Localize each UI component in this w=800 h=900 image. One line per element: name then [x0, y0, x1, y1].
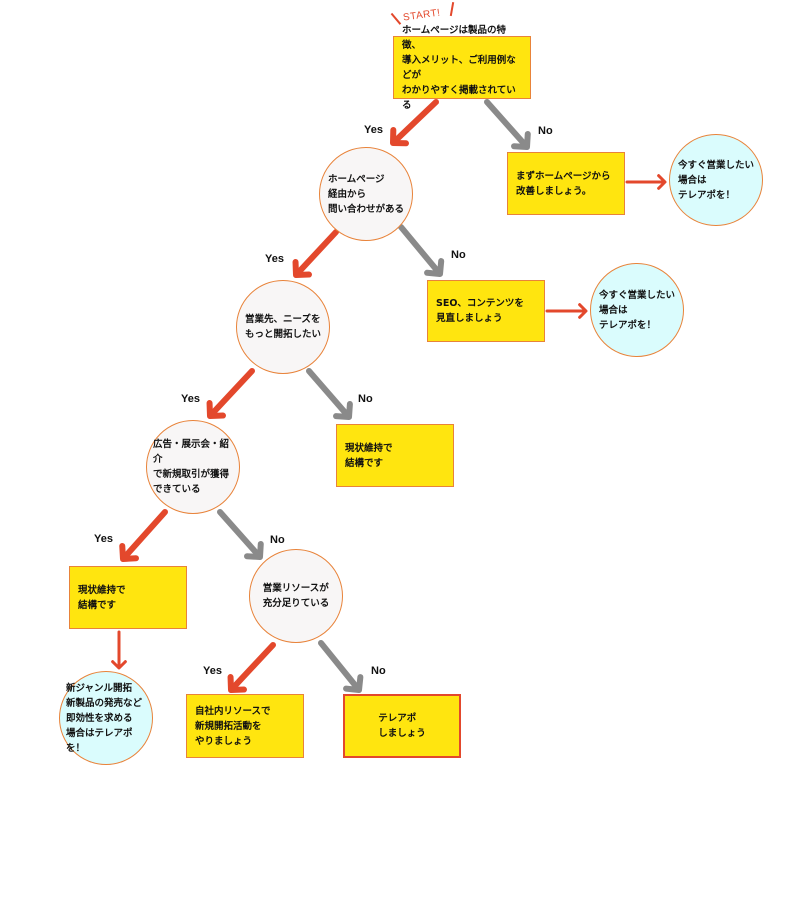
action-keep-status-1: 現状維持で 結構です: [336, 424, 454, 487]
arrow-q3-yes: [206, 368, 255, 419]
question-develop-needs: 営業先、ニーズを もっと開拓したい: [236, 280, 330, 374]
question-homepage-inquiries: ホームページ 経由から 問い合わせがある: [319, 147, 413, 241]
arrow-q2-no: [398, 224, 445, 277]
arrow-a2-to-r2: [545, 303, 588, 319]
edge-label-q2-yes: Yes: [265, 253, 284, 265]
arrow-q5-no: [318, 640, 364, 693]
question-sales-resources: 営業リソースが 充分足りている: [249, 549, 343, 643]
result-teleappo-2: 今すぐ営業したい 場合は テレアポを！: [590, 263, 684, 357]
edge-label-q1-no: No: [538, 125, 553, 137]
edge-label-q1-yes: Yes: [364, 124, 383, 136]
arrow-q5-yes: [227, 642, 276, 693]
arrow-q2-yes: [292, 229, 339, 278]
edge-label-q2-no: No: [451, 249, 466, 261]
result-teleappo-3: 新ジャンル開拓 新製品の発売など 即効性を求める 場合はテレアポを！: [59, 671, 153, 765]
arrow-q4-yes: [119, 509, 168, 562]
edge-label-q3-yes: Yes: [181, 393, 200, 405]
action-teleappo: テレアポ しましょう: [343, 694, 461, 758]
edge-label-q4-no: No: [270, 534, 285, 546]
arrow-a1-to-r1: [625, 174, 667, 190]
edge-label-q4-yes: Yes: [94, 533, 113, 545]
question-homepage-content: ホームページは製品の特徴、 導入メリット、ご利用例などが わかりやすく掲載されて…: [393, 25, 531, 111]
question-ads-exhibitions: 広告・展示会・紹介 で新規取引が獲得 できている: [146, 420, 240, 514]
arrow-q1-yes: [390, 99, 439, 147]
result-teleappo-1: 今すぐ営業したい 場合は テレアポを！: [669, 134, 763, 226]
arrow-q3-no: [306, 368, 353, 420]
arrow-q4-no: [217, 509, 264, 560]
action-inhouse-resources: 自社内リソースで 新規開拓活動を やりましょう: [186, 694, 304, 758]
action-improve-homepage: まずホームページから 改善しましょう。: [507, 152, 625, 215]
edge-label-q3-no: No: [358, 393, 373, 405]
arrow-a4-to-r3: [111, 630, 127, 670]
action-review-seo: SEO、コンテンツを 見直しましょう: [427, 280, 545, 342]
action-keep-status-2: 現状維持で 結構です: [69, 566, 187, 629]
arrow-q1-no: [484, 99, 531, 150]
edge-label-q5-yes: Yes: [203, 665, 222, 677]
edge-label-q5-no: No: [371, 665, 386, 677]
